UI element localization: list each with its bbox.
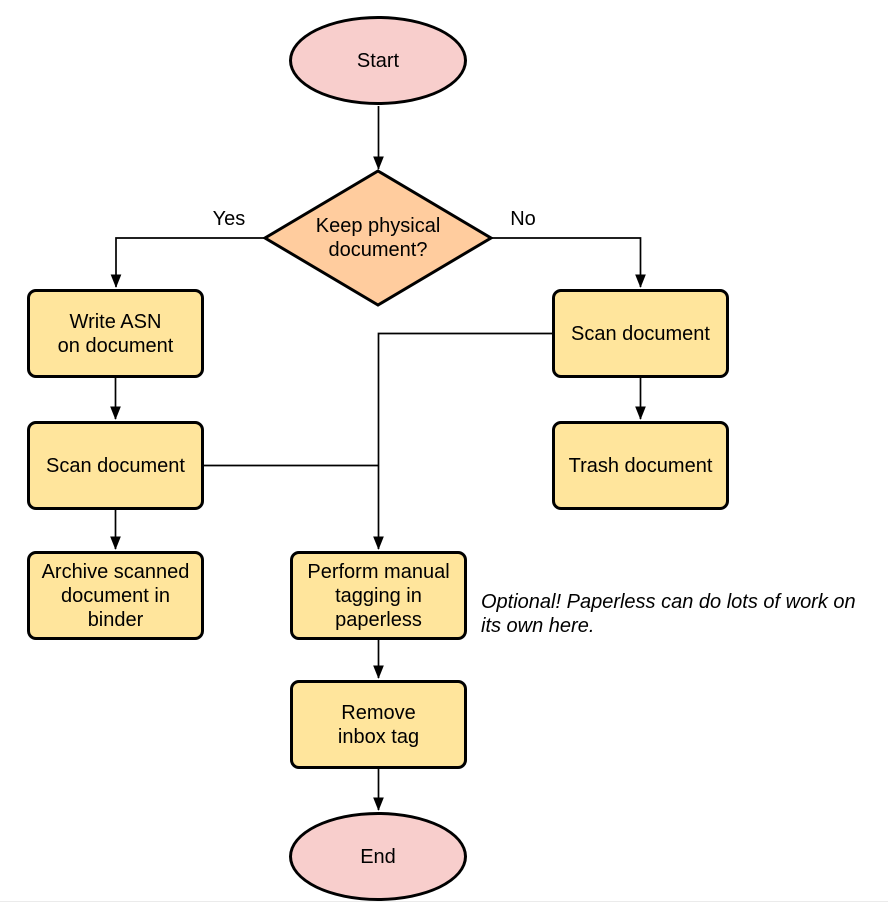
optional-note-text: Optional! Paperless can do lots of work … <box>481 591 856 637</box>
edge-scan-right-perform-tagging <box>373 332 552 550</box>
bottom-edge-divider <box>0 901 888 902</box>
process-archive-binder: Archive scanned document in binder <box>27 551 204 640</box>
process-scan-document-left: Scan document <box>27 421 204 510</box>
process-remove-inbox-tag: Remove inbox tag <box>290 680 467 769</box>
process-trash-document: Trash document <box>552 421 729 510</box>
process-perform-tagging: Perform manual tagging in paperless <box>290 551 467 640</box>
edge-label-yes: Yes <box>212 208 246 230</box>
decision-node-label: Keep physical document? <box>315 215 441 261</box>
start-node: Start <box>289 16 467 105</box>
decision-diamond-shape <box>262 169 494 307</box>
end-node: End <box>289 812 467 901</box>
edge-label-no: No <box>510 208 536 230</box>
process-write-asn: Write ASN on document <box>27 289 204 378</box>
edge-decision-yes-write-asn <box>110 237 266 288</box>
edge-decision-no-scan-right <box>490 237 646 288</box>
process-scan-document-right: Scan document <box>552 289 729 378</box>
